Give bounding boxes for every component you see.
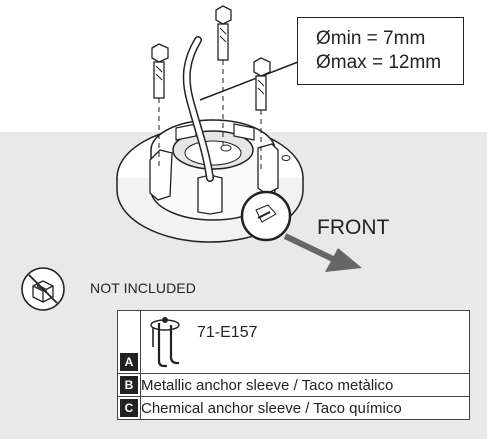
front-arrow bbox=[283, 233, 362, 272]
diameter-callout: Ømin = 7mm Ømax = 12mm bbox=[297, 17, 464, 85]
min-diameter: Ømin = 7mm bbox=[316, 28, 426, 49]
not-included-label: NOT INCLUDED bbox=[90, 280, 196, 296]
front-label: FRONT bbox=[317, 216, 390, 239]
table-row: A 71-E157 bbox=[117, 310, 470, 374]
callout-leader-line bbox=[199, 61, 299, 101]
part-b-badge: B bbox=[120, 376, 138, 394]
screw-left bbox=[151, 43, 169, 170]
part-b-label: Metallic anchor sleeve / Taco metàlico bbox=[140, 373, 470, 397]
part-a-badge: A bbox=[120, 353, 138, 371]
parts-table: A 71-E157 B Metallic anchor sleeve / Tac… bbox=[117, 310, 470, 420]
screw-center bbox=[215, 5, 232, 145]
max-diameter: Ømax = 12mm bbox=[316, 52, 442, 73]
front-marker bbox=[240, 190, 292, 242]
screw-right bbox=[253, 57, 271, 170]
anchor-hook-icon bbox=[150, 317, 180, 368]
part-c-badge: C bbox=[120, 399, 138, 417]
part-a-code: 71-E157 bbox=[197, 324, 258, 341]
table-row: B Metallic anchor sleeve / Taco metàlico bbox=[117, 373, 470, 397]
table-row: C Chemical anchor sleeve / Taco químico bbox=[117, 396, 470, 420]
not-included-icon bbox=[21, 267, 65, 311]
central-collar bbox=[149, 119, 279, 221]
part-c-label: Chemical anchor sleeve / Taco químico bbox=[140, 396, 470, 420]
